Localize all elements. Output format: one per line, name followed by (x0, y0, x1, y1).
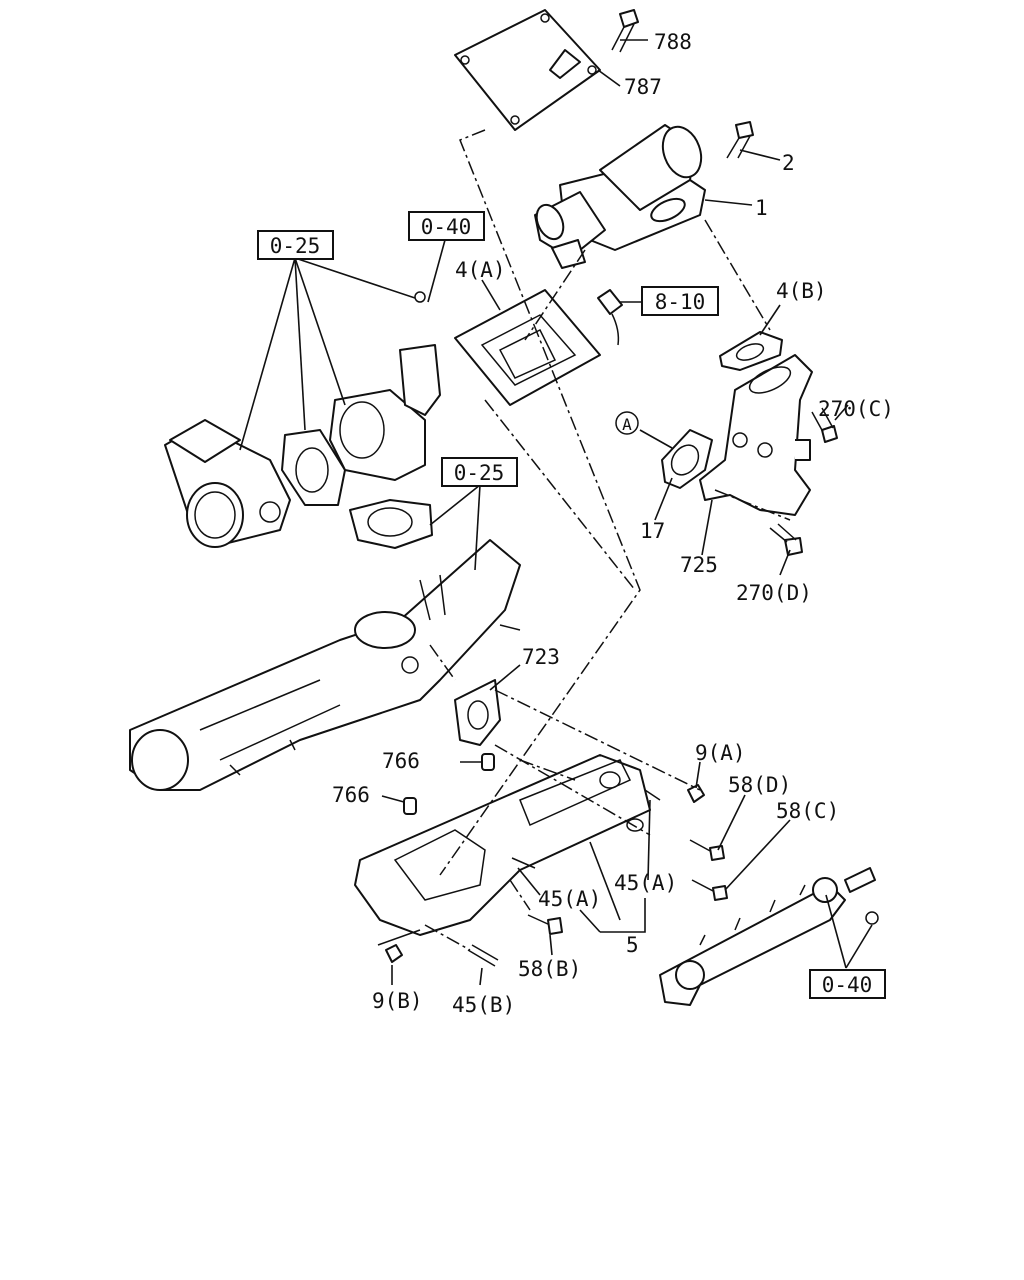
label-4a: 4(A) (455, 258, 506, 282)
ref-box-0-40-lower: 0-40 (809, 969, 886, 999)
connector (597, 289, 623, 346)
label-17: 17 (640, 519, 665, 543)
stud-45a (511, 789, 661, 869)
dowel-766a (481, 753, 495, 771)
label-2: 2 (782, 151, 795, 175)
ref-box-0-25-upper: 0-25 (257, 230, 334, 260)
ref-label: 8-10 (655, 290, 706, 314)
gasket-17 (661, 429, 713, 489)
label-45a-left: 45(A) (538, 887, 601, 911)
lower-intake (354, 754, 651, 936)
nut-9b (385, 944, 403, 963)
label-270c: 270(C) (818, 397, 894, 421)
bolt-270c (811, 407, 838, 443)
throttle-adapter (329, 291, 441, 481)
center-lines (424, 129, 791, 951)
intake-manifold (129, 539, 521, 791)
marker-label: A (622, 415, 632, 434)
bolt-58c (691, 879, 728, 901)
ref-label: 0-40 (421, 215, 472, 239)
gasket-723 (454, 679, 501, 746)
stud-45b (467, 944, 499, 967)
ref-box-0-25-lower: 0-25 (441, 457, 518, 487)
label-58b: 58(B) (518, 957, 581, 981)
label-1: 1 (755, 196, 768, 220)
egr-pipe (699, 354, 813, 516)
label-9b: 9(B) (372, 989, 423, 1013)
label-58d: 58(D) (728, 773, 791, 797)
bolt-58b (527, 914, 563, 935)
cover-plate (454, 9, 601, 131)
ref-box-8-10: 8-10 (641, 286, 719, 316)
gasket-4a (454, 289, 601, 406)
circle-a-marker: A (615, 411, 639, 435)
fuel-rail (659, 867, 879, 1006)
label-788: 788 (654, 30, 692, 54)
dowel-766b (403, 797, 417, 815)
gasket-4b (719, 331, 783, 371)
ref-box-0-40-upper: 0-40 (408, 211, 485, 241)
label-4b: 4(B) (776, 279, 827, 303)
ref-label: 0-25 (270, 234, 321, 258)
label-45a-right: 45(A) (614, 871, 677, 895)
label-9a: 9(A) (695, 741, 746, 765)
egr-valve (534, 124, 706, 269)
gasket-throttle (281, 429, 346, 506)
throttle-body (164, 419, 291, 548)
label-725: 725 (680, 553, 718, 577)
bolt-788 (611, 9, 639, 53)
label-45b: 45(B) (452, 993, 515, 1017)
label-58c: 58(C) (776, 799, 839, 823)
label-5: 5 (626, 933, 639, 957)
label-723: 723 (522, 645, 560, 669)
label-787: 787 (624, 75, 662, 99)
part-labels: 788 787 2 1 4(A) 4(B) 270(C) 17 725 270(… (332, 30, 894, 1017)
ref-label: 0-25 (454, 461, 505, 485)
label-270d: 270(D) (736, 581, 812, 605)
gasket-intake (349, 499, 433, 549)
ref-label: 0-40 (822, 973, 873, 997)
bolt-270d (769, 523, 803, 556)
bolt-58d (689, 839, 725, 861)
label-766-upper: 766 (382, 749, 420, 773)
bolt-2 (726, 121, 754, 159)
leader-lines (239, 39, 873, 986)
label-766-lower: 766 (332, 783, 370, 807)
